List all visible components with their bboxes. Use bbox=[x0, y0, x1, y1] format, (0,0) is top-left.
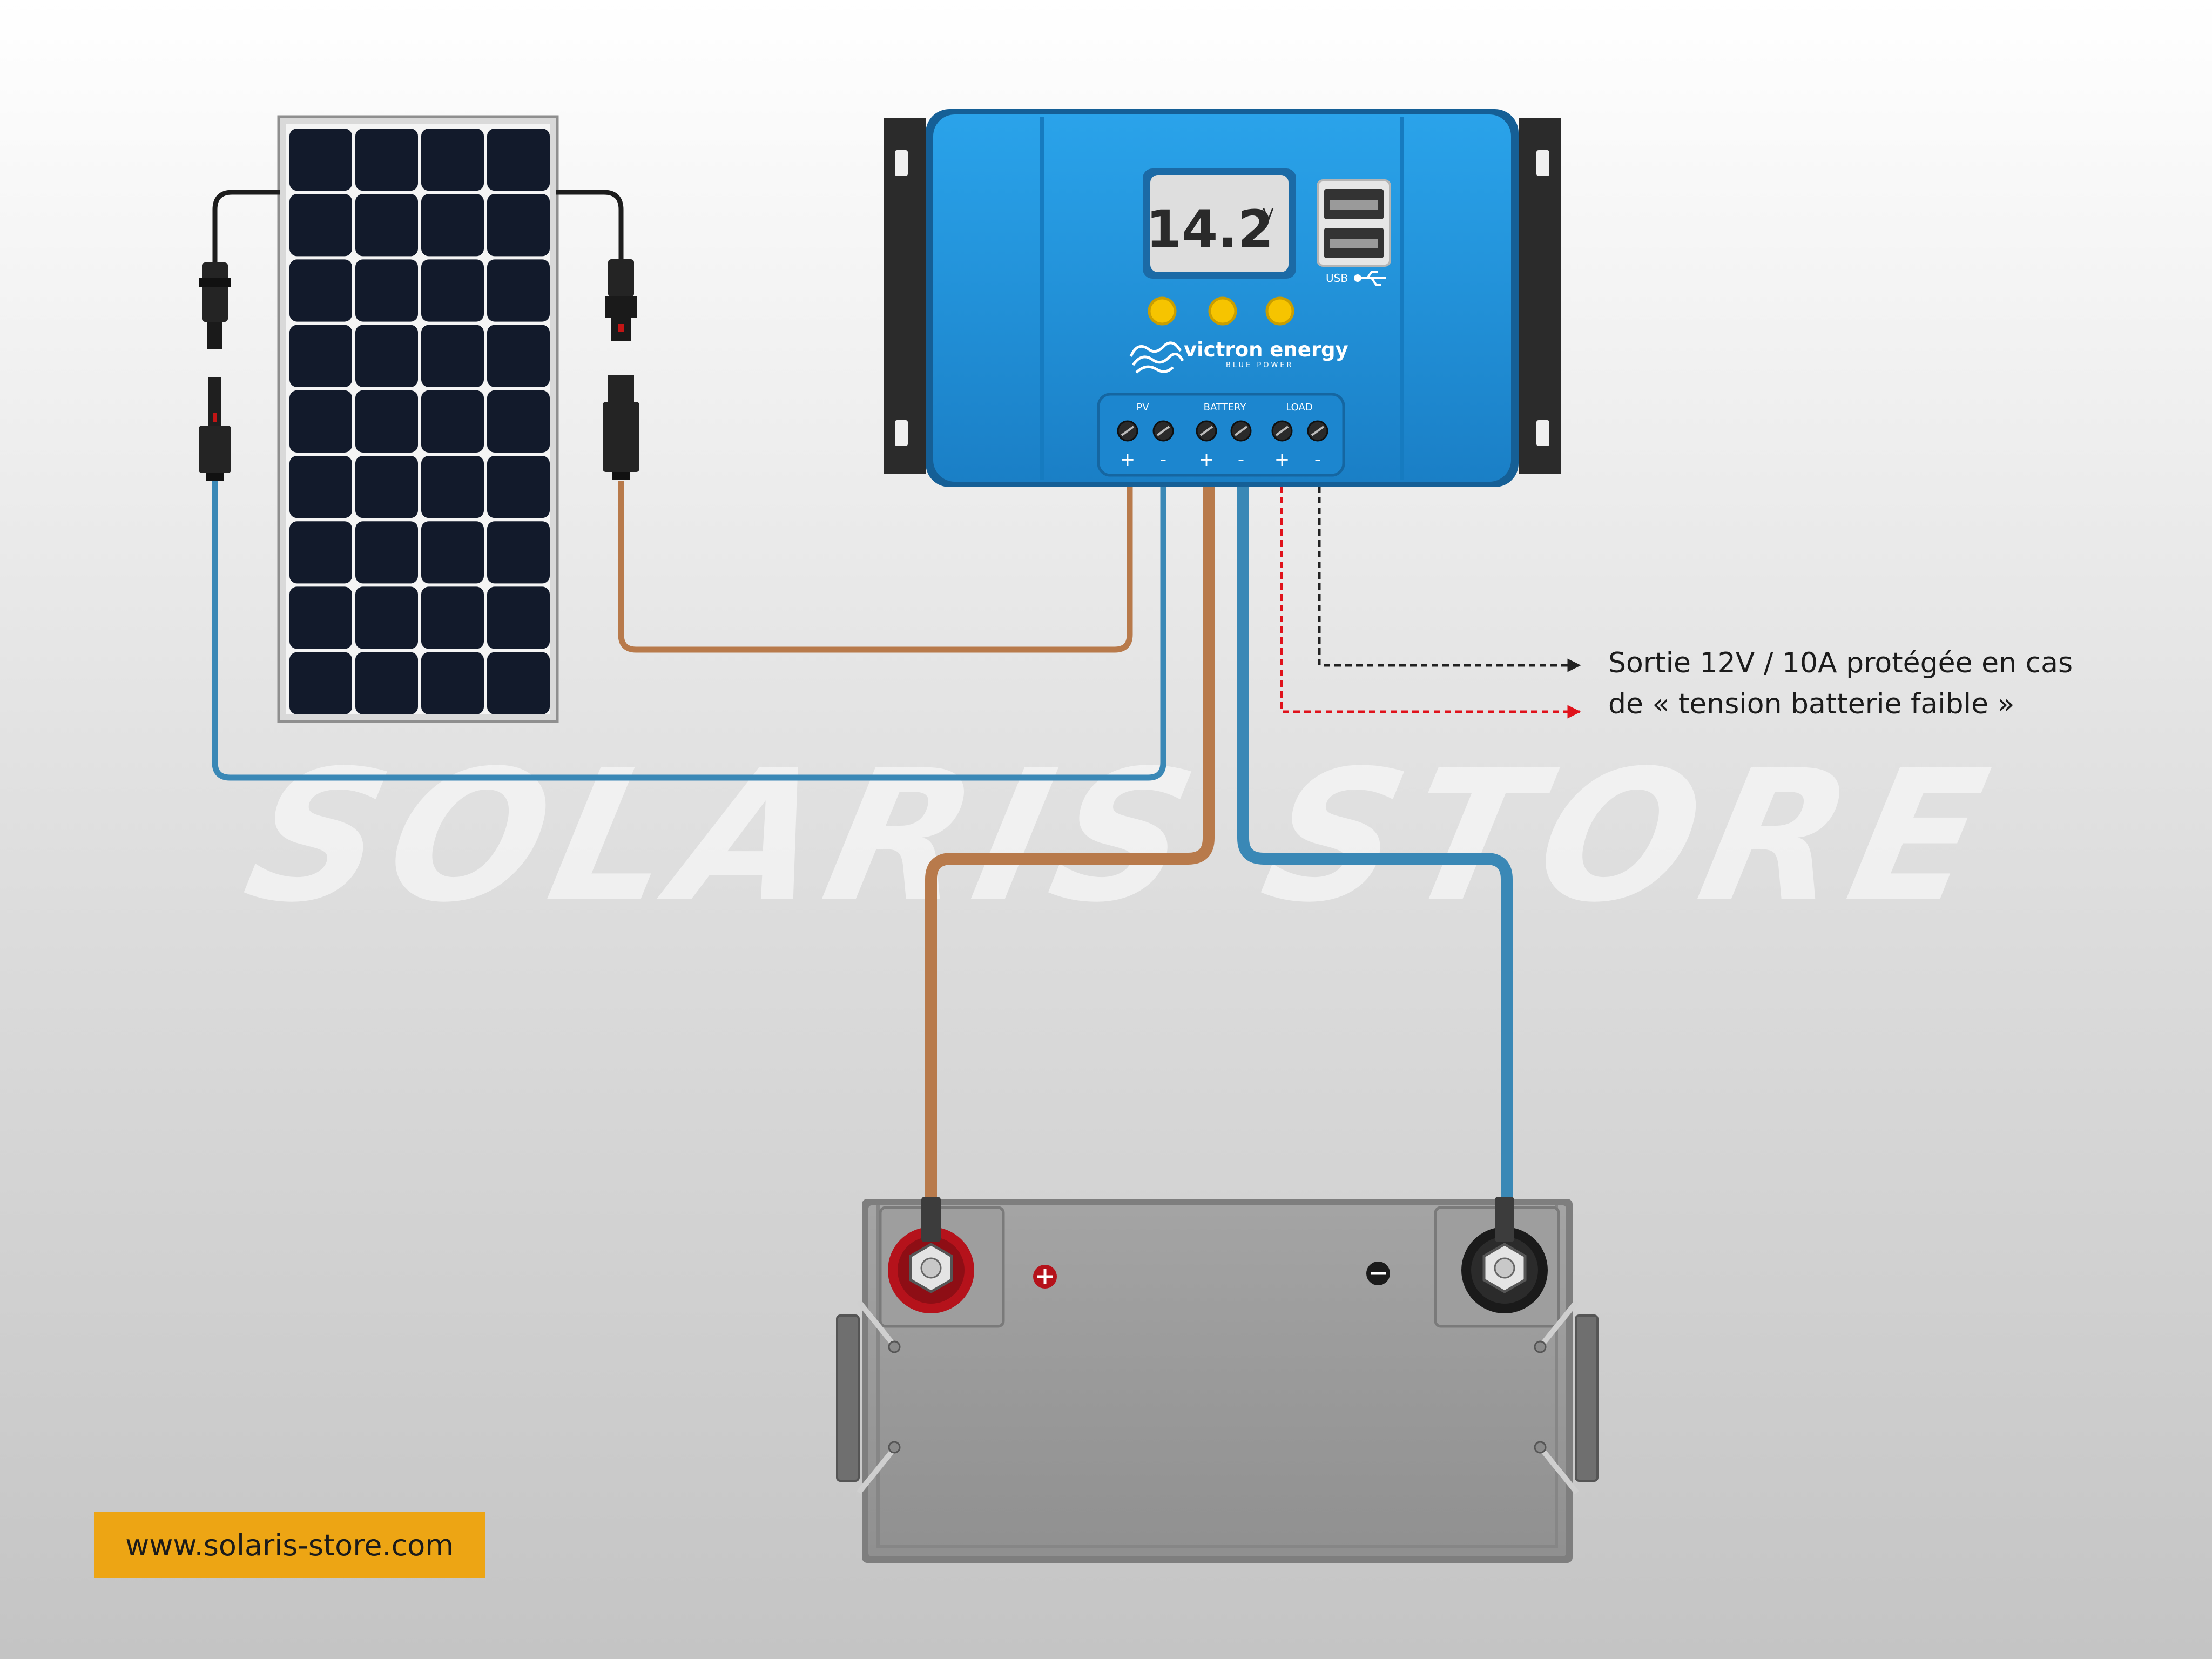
solar-cell bbox=[487, 259, 550, 322]
website-badge[interactable]: www.solaris-store.com bbox=[94, 1512, 485, 1578]
solar-cell bbox=[289, 390, 352, 453]
solar-cell bbox=[421, 325, 484, 387]
pv-negative-cable bbox=[212, 481, 1166, 781]
solar-cell bbox=[355, 194, 418, 257]
solar-cells bbox=[289, 129, 550, 714]
solar-cell bbox=[487, 521, 550, 584]
screw-slot bbox=[1275, 426, 1289, 436]
solar-panel bbox=[277, 115, 559, 723]
solar-cell bbox=[421, 390, 484, 453]
screw-slot bbox=[1234, 426, 1248, 436]
usb-icon bbox=[1354, 271, 1386, 286]
terminal-group-labels: PV BATTERY LOAD bbox=[1136, 402, 1312, 413]
watermark: SOLARIS STORE bbox=[231, 731, 2011, 942]
panel-positive-lead bbox=[556, 190, 639, 480]
solar-cell bbox=[421, 652, 484, 714]
load-positive-arrow bbox=[1280, 486, 1581, 719]
display-unit: V bbox=[1263, 206, 1274, 225]
solar-cell bbox=[421, 129, 484, 191]
terminal-label-pv: PV bbox=[1136, 402, 1149, 413]
solar-cell bbox=[289, 129, 352, 191]
load-output-note-line1: Sortie 12V / 10A protégée en cas bbox=[1608, 647, 2073, 679]
website-link[interactable]: www.solaris-store.com bbox=[125, 1528, 454, 1562]
solar-cell bbox=[487, 390, 550, 453]
button-center[interactable] bbox=[1208, 296, 1237, 326]
polarity-label: + bbox=[1274, 449, 1290, 470]
load-output-note: Sortie 12V / 10A protégée en cas de « te… bbox=[1608, 643, 2202, 725]
solar-cell bbox=[355, 456, 418, 518]
solar-cell bbox=[289, 456, 352, 518]
solar-cell bbox=[487, 586, 550, 649]
battery-negative-post bbox=[1461, 1197, 1548, 1313]
display-value: 14.2 bbox=[1146, 199, 1274, 260]
load-output-note-line2: de « tension batterie faible » bbox=[1608, 688, 2015, 720]
panel-negative-lead bbox=[199, 190, 280, 481]
screw-slot bbox=[1121, 426, 1135, 436]
screw-slot bbox=[1311, 426, 1325, 436]
solar-cell bbox=[289, 586, 352, 649]
charge-controller: 14.2 V USB victron energy BLUE POWER bbox=[884, 109, 1561, 487]
terminal-label-battery: BATTERY bbox=[1204, 402, 1247, 413]
solar-cell bbox=[487, 194, 550, 257]
victron-logo-icon bbox=[1129, 341, 1184, 374]
negative-terminal-icon bbox=[1366, 1262, 1390, 1285]
solar-cell bbox=[289, 194, 352, 257]
solar-cell bbox=[421, 456, 484, 518]
solar-cell bbox=[355, 521, 418, 584]
polarity-label: + bbox=[1199, 449, 1215, 470]
usb-ports bbox=[1317, 179, 1391, 267]
polarity-label: + bbox=[1120, 449, 1136, 470]
solar-cell bbox=[487, 456, 550, 518]
solar-cell bbox=[355, 586, 418, 649]
battery-positive-post bbox=[888, 1197, 974, 1313]
battery-negative-cable bbox=[1237, 485, 1513, 1198]
solar-cell bbox=[421, 586, 484, 649]
positive-terminal-icon bbox=[1033, 1265, 1057, 1289]
terminal-polarity-labels: + - + - + - bbox=[1120, 449, 1321, 470]
solar-cell bbox=[289, 652, 352, 714]
solar-cell bbox=[421, 521, 484, 584]
terminal-label-load: LOAD bbox=[1286, 402, 1312, 413]
battery bbox=[836, 1197, 1599, 1563]
polarity-label: - bbox=[1238, 449, 1244, 470]
solar-cell bbox=[355, 325, 418, 387]
solar-cell bbox=[289, 325, 352, 387]
solar-cell bbox=[355, 652, 418, 714]
brand-name: victron energy bbox=[1184, 338, 1348, 361]
usb-label: USB bbox=[1326, 272, 1348, 285]
terminal-screws bbox=[1117, 420, 1328, 442]
polarity-label: - bbox=[1160, 449, 1166, 470]
button-right[interactable] bbox=[1265, 296, 1294, 326]
solar-cell bbox=[487, 129, 550, 191]
solar-cell bbox=[355, 259, 418, 322]
polarity-label: - bbox=[1314, 449, 1321, 470]
brand-subtitle: BLUE POWER bbox=[1226, 361, 1294, 369]
solar-cell bbox=[355, 390, 418, 453]
solar-cell bbox=[355, 129, 418, 191]
battery-positive-cable bbox=[925, 485, 1215, 1198]
pv-positive-cable bbox=[618, 481, 1133, 653]
button-left[interactable] bbox=[1148, 296, 1177, 326]
solar-cell bbox=[487, 325, 550, 387]
screw-slot bbox=[1199, 426, 1213, 436]
solar-cell bbox=[289, 521, 352, 584]
screw-slot bbox=[1156, 426, 1170, 436]
solar-cell bbox=[421, 259, 484, 322]
load-negative-arrow bbox=[1318, 486, 1581, 672]
solar-cell bbox=[289, 259, 352, 322]
terminal-block bbox=[1097, 393, 1345, 477]
solar-cell bbox=[487, 652, 550, 714]
solar-cell bbox=[421, 194, 484, 257]
